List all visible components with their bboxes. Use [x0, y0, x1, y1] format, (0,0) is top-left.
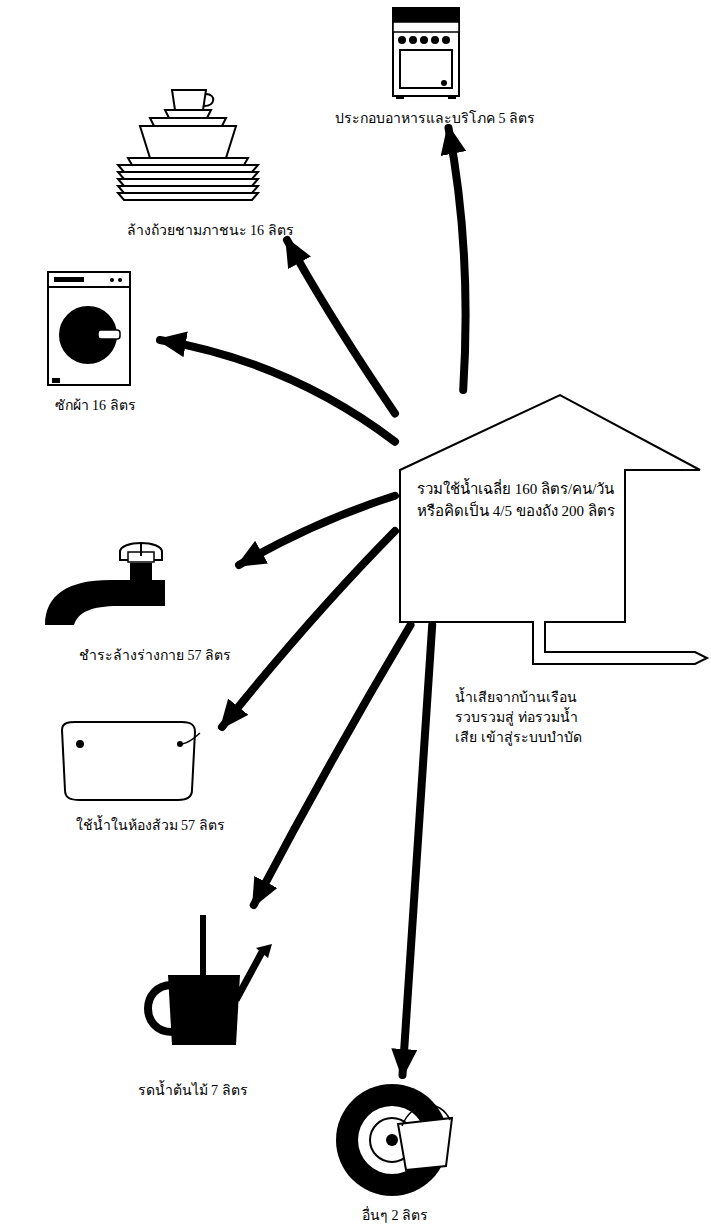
- usage-item: ใช้น้ำในห้องส้วม 57 ลิตร: [30, 715, 270, 835]
- flow-arrow: [160, 340, 395, 442]
- flow-arrow: [254, 625, 411, 905]
- usage-item: ชำระล้างร่างกาย 57 ลิตร: [35, 540, 275, 665]
- item-caption: อื่นๆ 2 ลิตร: [362, 1207, 428, 1225]
- flow-arrow: [403, 625, 433, 1075]
- house-text: รวมใช้น้ำเฉลี่ย 160 ลิตร/คน/วัน หรือคิดเ…: [417, 478, 617, 522]
- item-caption: ประกอบอาหารและบริโภค 5 ลิตร: [335, 110, 535, 128]
- tire-bucket-illustration: [336, 1084, 452, 1196]
- house-shape: [400, 395, 707, 664]
- item-caption: ซักผ้า 16 ลิตร: [55, 397, 136, 415]
- washing-machine-illustration: [48, 272, 130, 385]
- dishes-illustration: [118, 90, 258, 200]
- usage-item: อื่นๆ 2 ลิตร: [320, 1075, 470, 1225]
- usage-item: ซักผ้า 16 ลิตร: [30, 265, 160, 415]
- watering-can-illustration: [148, 915, 272, 1045]
- item-caption: ชำระล้างร่างกาย 57 ลิตร: [79, 647, 231, 665]
- stove-illustration: [393, 8, 459, 99]
- item-caption: รดน้ำต้นไม้ 7 ลิตร: [138, 1082, 248, 1100]
- item-caption: ล้างถ้วยชามภาชนะ 16 ลิตร: [127, 222, 294, 240]
- usage-item: ล้างถ้วยชามภาชนะ 16 ลิตร: [100, 35, 320, 240]
- item-caption: ใช้น้ำในห้องส้วม 57 ลิตร: [76, 817, 225, 835]
- usage-item: รดน้ำต้นไม้ 7 ลิตร: [105, 905, 280, 1100]
- note-label: น้ำเสียจากบ้านเรือน รวบรวมสู่ ท่อรวมน้ำเ…: [455, 688, 595, 748]
- usage-item: ประกอบอาหารและบริโภค 5 ลิตร: [300, 0, 570, 128]
- faucet-illustration: [45, 543, 165, 625]
- toilet-tank-illustration: [62, 722, 200, 800]
- flow-arrow: [449, 128, 466, 390]
- house-box: รวมใช้น้ำเฉลี่ย 160 ลิตร/คน/วัน หรือคิดเ…: [395, 390, 705, 625]
